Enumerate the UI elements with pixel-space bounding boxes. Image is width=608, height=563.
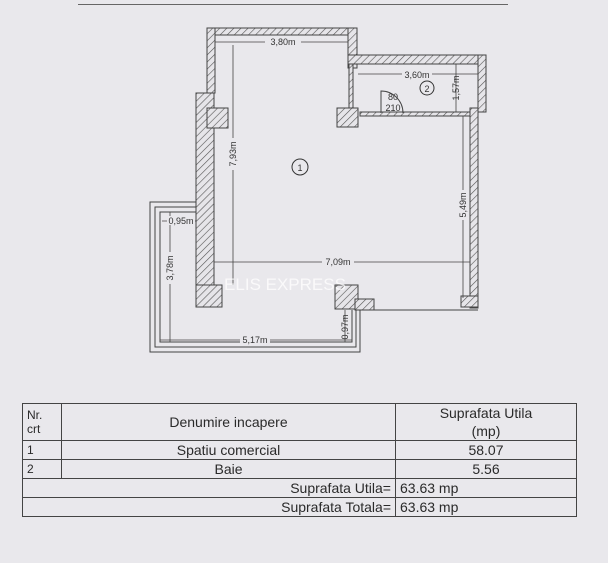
cell-nr: 1 — [22, 440, 62, 460]
pillar-center — [336, 107, 359, 128]
total-row-totala: Suprafata Totala= 63.63 mp — [22, 497, 577, 517]
terrace-outline — [149, 201, 478, 353]
door-swing: 80 210 — [380, 90, 404, 114]
total-label: Suprafata Utila= — [22, 478, 396, 498]
header-area-line2: (mp) — [471, 423, 501, 439]
watermark: ELIS EXPRESS — [224, 275, 346, 294]
page-top-border — [78, 0, 508, 5]
svg-text:2: 2 — [424, 84, 429, 94]
pillar-right-bottom — [460, 295, 479, 308]
room-1-marker: 1 — [291, 158, 309, 176]
table-row: 1 Spatiu comercial 58.07 — [22, 440, 577, 460]
header-nr-line2: crt — [27, 422, 41, 436]
svg-text:1: 1 — [297, 163, 302, 173]
dim-top-width: 3,80m — [270, 37, 295, 47]
wall-top — [206, 27, 358, 36]
dim-left-height: 7,93m — [228, 141, 238, 166]
walls — [195, 27, 487, 311]
room-area-table: Nr.crt Denumire incapere Suprafata Utila… — [22, 403, 577, 517]
total-value: 63.63 mp — [395, 497, 577, 517]
dim-terrace-depth: 0,97m — [340, 314, 350, 339]
pillar-left — [206, 107, 229, 129]
cell-area: 5.56 — [395, 459, 577, 479]
dim-bath-width: 3,60m — [404, 70, 429, 80]
header-nr-line1: Nr. — [27, 408, 43, 422]
table-header: Nr.crt Denumire incapere Suprafata Utila… — [22, 403, 577, 441]
header-area: Suprafata Utila (mp) — [395, 403, 577, 441]
dim-terrace-height: 3,78m — [165, 255, 175, 280]
header-area-line1: Suprafata Utila — [439, 405, 533, 421]
dim-right-height: 5,49m — [458, 192, 468, 217]
cell-name: Spatiu comercial — [61, 440, 396, 460]
table-row: 2 Baie 5.56 — [22, 459, 577, 479]
cell-name: Baie — [61, 459, 396, 479]
wall-bath-top — [347, 54, 487, 65]
dim-bath-height: 1,57m — [451, 75, 461, 100]
dim-terrace-small: 0,95m — [168, 216, 193, 226]
door-height: 210 — [385, 103, 400, 113]
wall-left-upper — [206, 27, 216, 94]
total-row-utila: Suprafata Utila= 63.63 mp — [22, 478, 577, 498]
cell-area: 58.07 — [395, 440, 577, 460]
dim-room-width: 7,09m — [325, 257, 350, 267]
pillar-left-bottom — [195, 284, 223, 308]
header-nr: Nr.crt — [22, 403, 62, 441]
wall-right — [469, 107, 479, 309]
room-2-marker: 2 — [419, 80, 435, 96]
header-name: Denumire incapere — [61, 403, 396, 441]
total-label: Suprafata Totala= — [22, 497, 396, 517]
wall-bath-right — [477, 54, 487, 113]
dim-terrace-length: 5,17m — [242, 335, 267, 345]
dimension-labels: 3,80m 3,60m 7,93m 1,57m 5,49m 7,09m 0,95… — [165, 37, 469, 345]
wall-bath-bottom — [359, 111, 479, 117]
floor-plan: 80 210 1 2 3,80m 3,60m 7,93m 1,57m 5,49m… — [149, 27, 487, 353]
wall-bath-left — [348, 63, 354, 109]
cell-nr: 2 — [22, 459, 62, 479]
door-width: 80 — [388, 92, 398, 102]
pillar-entrance — [334, 284, 359, 310]
pillar-entrance-small — [354, 298, 375, 311]
total-value: 63.63 mp — [395, 478, 577, 498]
